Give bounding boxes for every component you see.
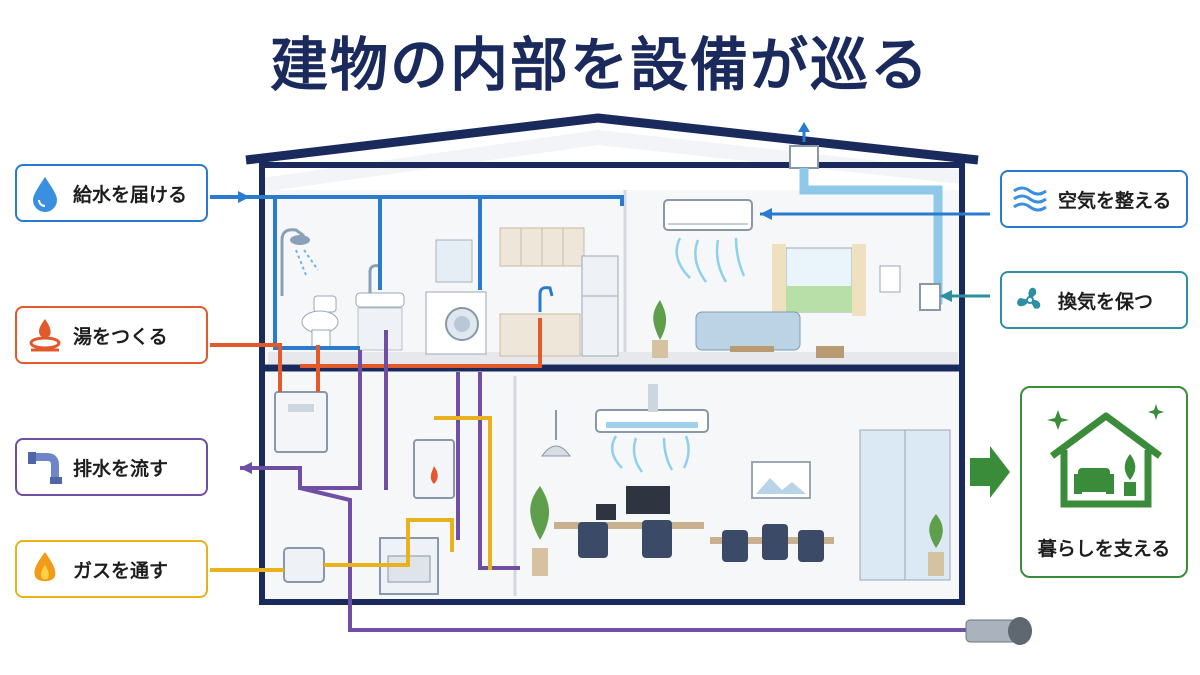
air-waves-icon	[1002, 172, 1058, 226]
water-heater-1	[274, 391, 328, 453]
life-support-card: 暮らしを支える	[1020, 386, 1188, 578]
sewer-outlet	[965, 617, 1032, 645]
label-gas-text: ガスを通す	[73, 559, 169, 582]
hot-water-pipe	[210, 318, 542, 392]
air-duct	[760, 122, 990, 311]
label-hot-water-text: 湯をつくる	[73, 325, 168, 348]
label-drainage: 排水を流す	[15, 438, 208, 496]
bathroom	[280, 228, 473, 351]
outer-wall	[259, 162, 965, 605]
gas-pipe	[210, 416, 492, 572]
label-gas: ガスを通す	[15, 540, 208, 598]
label-water-supply: 給水を届ける	[15, 164, 208, 222]
office	[530, 384, 951, 581]
label-water-supply-text: 給水を届ける	[73, 183, 188, 206]
flame-on-plate-icon	[17, 308, 73, 362]
label-hot-water: 湯をつくる	[15, 306, 208, 364]
drain-pipe-icon	[17, 440, 73, 494]
label-life-support-text: 暮らしを支える	[1037, 538, 1171, 560]
page-title: 建物の内部を設備が巡る	[269, 31, 930, 99]
roof	[245, 113, 979, 165]
label-ventilation-text: 換気を保つ	[1058, 290, 1154, 313]
house-with-chair-and-plant-icon	[1047, 404, 1164, 508]
fan-icon	[1002, 273, 1058, 327]
label-drainage-text: 排水を流す	[73, 457, 169, 480]
arrow-to-life	[970, 446, 1010, 498]
water-drop-icon	[17, 166, 73, 220]
label-ventilation: 換気を保つ	[1000, 271, 1188, 329]
flame-icon	[17, 542, 73, 596]
label-air-conditioning: 空気を整える	[1000, 170, 1188, 228]
living-room	[652, 199, 901, 358]
label-air-conditioning-text: 空気を整える	[1058, 189, 1172, 212]
gas-meter	[283, 547, 325, 583]
water-supply-pipe	[210, 195, 624, 350]
laundry-kitchen	[425, 227, 619, 357]
